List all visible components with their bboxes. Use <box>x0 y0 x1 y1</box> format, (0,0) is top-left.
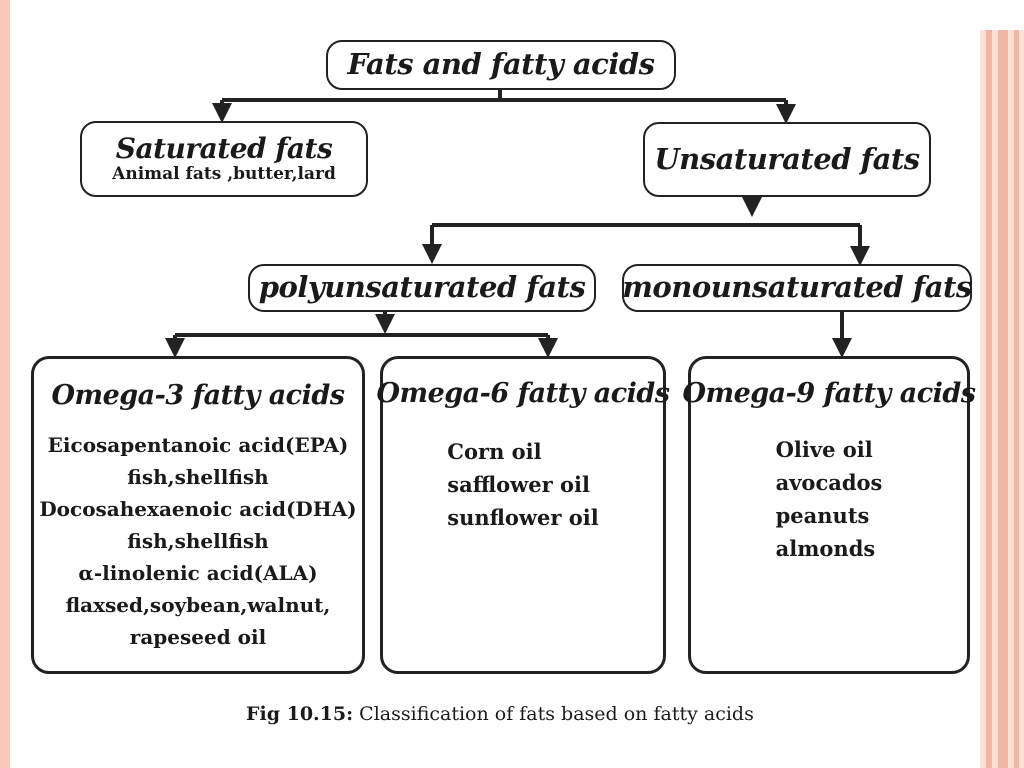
node-title: polyunsaturated fats <box>258 270 586 305</box>
node-fats-and-fatty-acids: Fats and fatty acids <box>326 40 676 90</box>
omega9-item: almonds <box>775 535 876 561</box>
node-title: monounsaturated fats <box>622 270 972 305</box>
node-omega-6-fatty-acids: Omega-6 fatty acids Corn oil safflower o… <box>377 356 670 674</box>
node-omega-9-fatty-acids: Omega-9 fatty acids Olive oil avocados p… <box>683 356 976 674</box>
omega6-item: safflower oil <box>447 471 590 497</box>
omega9-item: avocados <box>775 469 883 495</box>
omega3-item: fish,shellfish <box>127 528 269 553</box>
node-unsaturated-fats: Unsaturated fats <box>643 122 931 197</box>
omega9-item: Olive oil <box>775 436 873 462</box>
node-saturated-fats: Saturated fats Animal fats ,butter,lard <box>80 121 368 197</box>
node-title: Omega-3 fatty acids <box>51 380 345 411</box>
node-polyunsaturated-fats: polyunsaturated fats <box>248 264 596 312</box>
omega6-item: sunflower oil <box>447 504 599 530</box>
node-title: Saturated fats <box>115 131 333 165</box>
slide-right-stripe <box>998 0 1008 768</box>
figure-caption: Fig 10.15: Classification of fats based … <box>246 703 754 725</box>
omega3-item: flaxsed,soybean,walnut, <box>65 592 331 617</box>
node-title: Omega-9 fatty acids <box>682 378 976 409</box>
node-title: Unsaturated fats <box>654 141 920 176</box>
omega3-item: Docosahexaenoic acid(DHA) <box>39 496 357 521</box>
slide-right-stripe <box>1014 0 1019 768</box>
slide-left-border <box>0 0 10 768</box>
omega3-item: rapeseed oil <box>129 624 267 649</box>
omega3-item: α-linolenic acid(ALA) <box>78 560 318 585</box>
omega6-item: Corn oil <box>447 438 542 464</box>
node-title: Fats and fatty acids <box>347 47 655 82</box>
figure-caption-label: Fig 10.15: <box>246 703 354 725</box>
omega3-item: Eicosapentanoic acid(EPA) <box>47 432 349 457</box>
saturated-examples: Animal fats ,butter,lard <box>112 164 336 185</box>
omega3-item: fish,shellfish <box>127 464 269 489</box>
omega9-item: peanuts <box>775 502 870 528</box>
figure-caption-text: Classification of fats based on fatty ac… <box>359 703 754 725</box>
node-title: Omega-6 fatty acids <box>376 378 670 409</box>
node-omega-3-fatty-acids: Omega-3 fatty acids Eicosapentanoic acid… <box>31 356 365 674</box>
node-monounsaturated-fats: monounsaturated fats <box>622 264 972 312</box>
slide-right-top-gap <box>980 0 1024 30</box>
slide-right-stripe <box>986 0 992 768</box>
